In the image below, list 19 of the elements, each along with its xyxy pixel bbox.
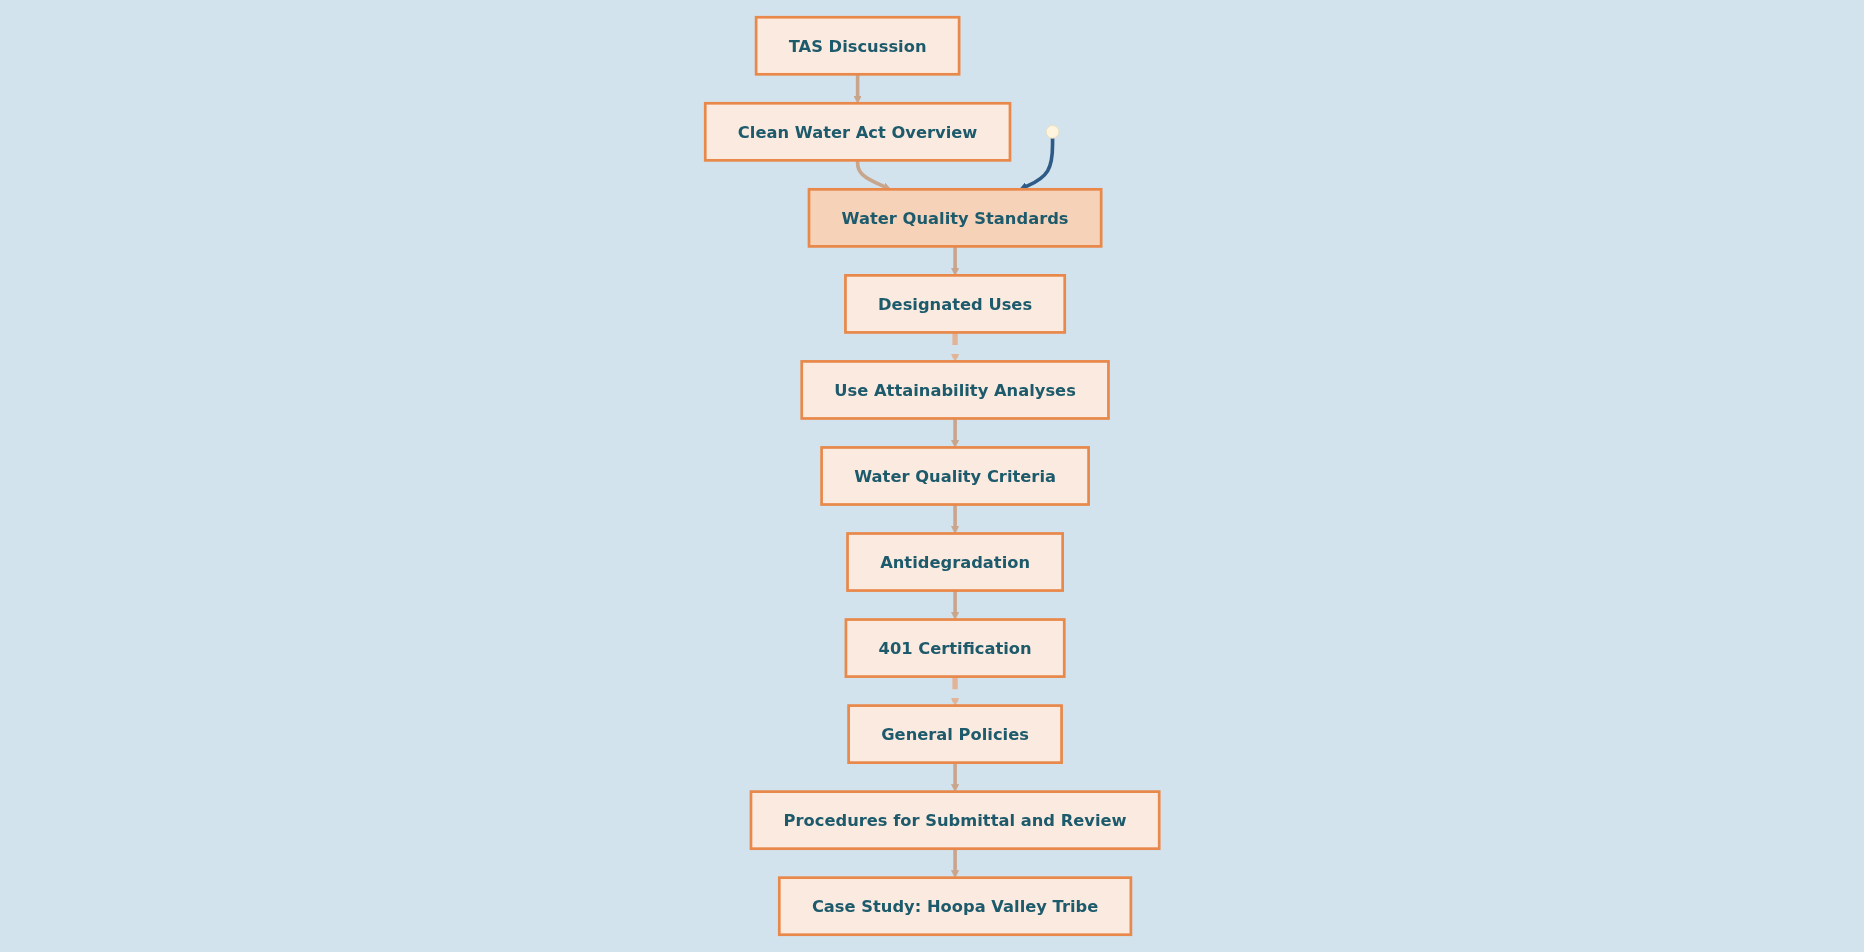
box-label: Antidegradation bbox=[879, 551, 1030, 574]
box-label: TAS Discussion bbox=[788, 35, 927, 58]
box-label: Water Quality Criteria bbox=[853, 465, 1056, 488]
arrow bbox=[853, 74, 862, 104]
arrow bbox=[950, 676, 959, 706]
arrow bbox=[950, 332, 959, 362]
box-label: 401 Certification bbox=[878, 637, 1032, 660]
box-label: Water Quality Standards bbox=[841, 207, 1069, 230]
box-label: Use Attainability Analyses bbox=[834, 379, 1076, 402]
box-label: Case Study: Hoopa Valley Tribe bbox=[811, 895, 1099, 918]
box-label: Clean Water Act Overview bbox=[737, 121, 978, 144]
arrow bbox=[950, 246, 959, 276]
arrow bbox=[950, 762, 959, 792]
arrow bbox=[950, 418, 959, 448]
box-label: Procedures for Submittal and Review bbox=[783, 809, 1127, 832]
box-label: Designated Uses bbox=[877, 293, 1032, 316]
arrow bbox=[950, 504, 959, 534]
arrow bbox=[950, 590, 959, 620]
box-label: General Policies bbox=[881, 723, 1029, 746]
